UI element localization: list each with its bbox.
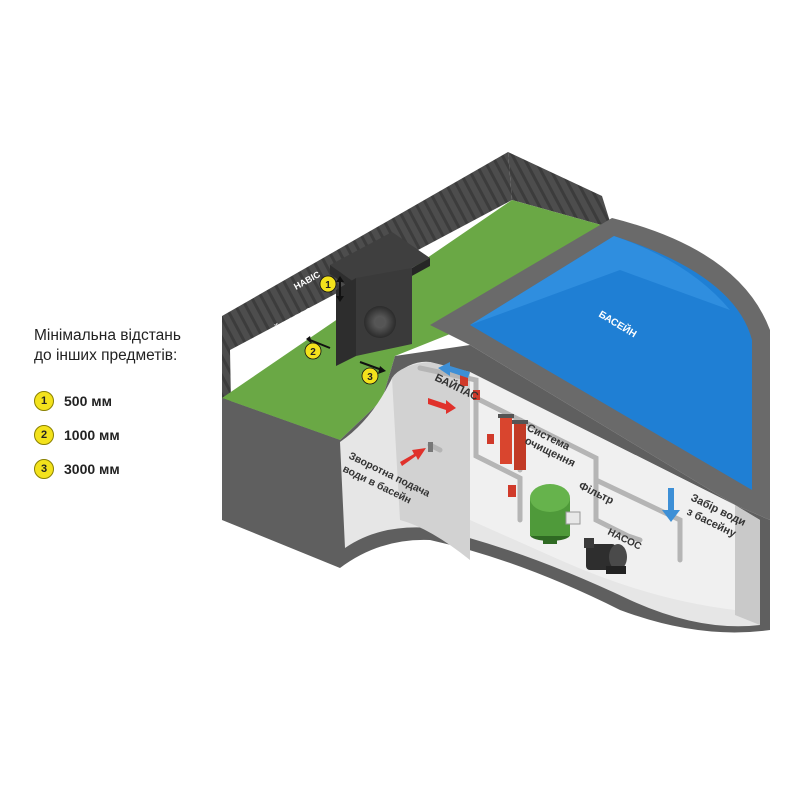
back-wall-right xyxy=(508,152,612,228)
legend-value: 1000 мм xyxy=(64,427,120,443)
pool-water xyxy=(470,236,752,490)
marker-badge-2: 2 xyxy=(304,342,322,360)
pipework xyxy=(417,365,683,563)
cleaning-system xyxy=(498,414,528,470)
legend-value: 3000 мм xyxy=(64,461,120,477)
legend-value: 500 мм xyxy=(64,393,112,409)
flow-arrow-bypass-in xyxy=(428,398,456,414)
filter-tank xyxy=(530,484,581,544)
legend-badge: 2 xyxy=(34,425,54,445)
water-pump xyxy=(584,538,627,574)
legend-badge: 3 xyxy=(34,459,54,479)
legend-badge: 1 xyxy=(34,391,54,411)
flow-arrow-intake xyxy=(662,488,680,522)
grass-ground xyxy=(222,200,645,440)
distance-legend: Мінімальна відстань до інших предметів: … xyxy=(34,326,234,486)
marker-badge-3: 3 xyxy=(361,367,379,385)
legend-item-2: 2 1000 мм xyxy=(34,418,234,452)
marker-badge-1: 1 xyxy=(319,275,337,293)
svg-text:1: 1 xyxy=(325,280,331,291)
distance-markers xyxy=(306,276,386,374)
legend-title: Мінімальна відстань до інших предметів: xyxy=(34,327,181,364)
svg-text:3: 3 xyxy=(367,372,373,383)
flow-arrow-return xyxy=(400,448,426,466)
legend-item-3: 3 3000 мм xyxy=(34,452,234,486)
flow-arrow-bypass-out xyxy=(438,362,470,378)
legend-item-1: 1 500 мм xyxy=(34,384,234,418)
svg-text:2: 2 xyxy=(310,347,316,358)
